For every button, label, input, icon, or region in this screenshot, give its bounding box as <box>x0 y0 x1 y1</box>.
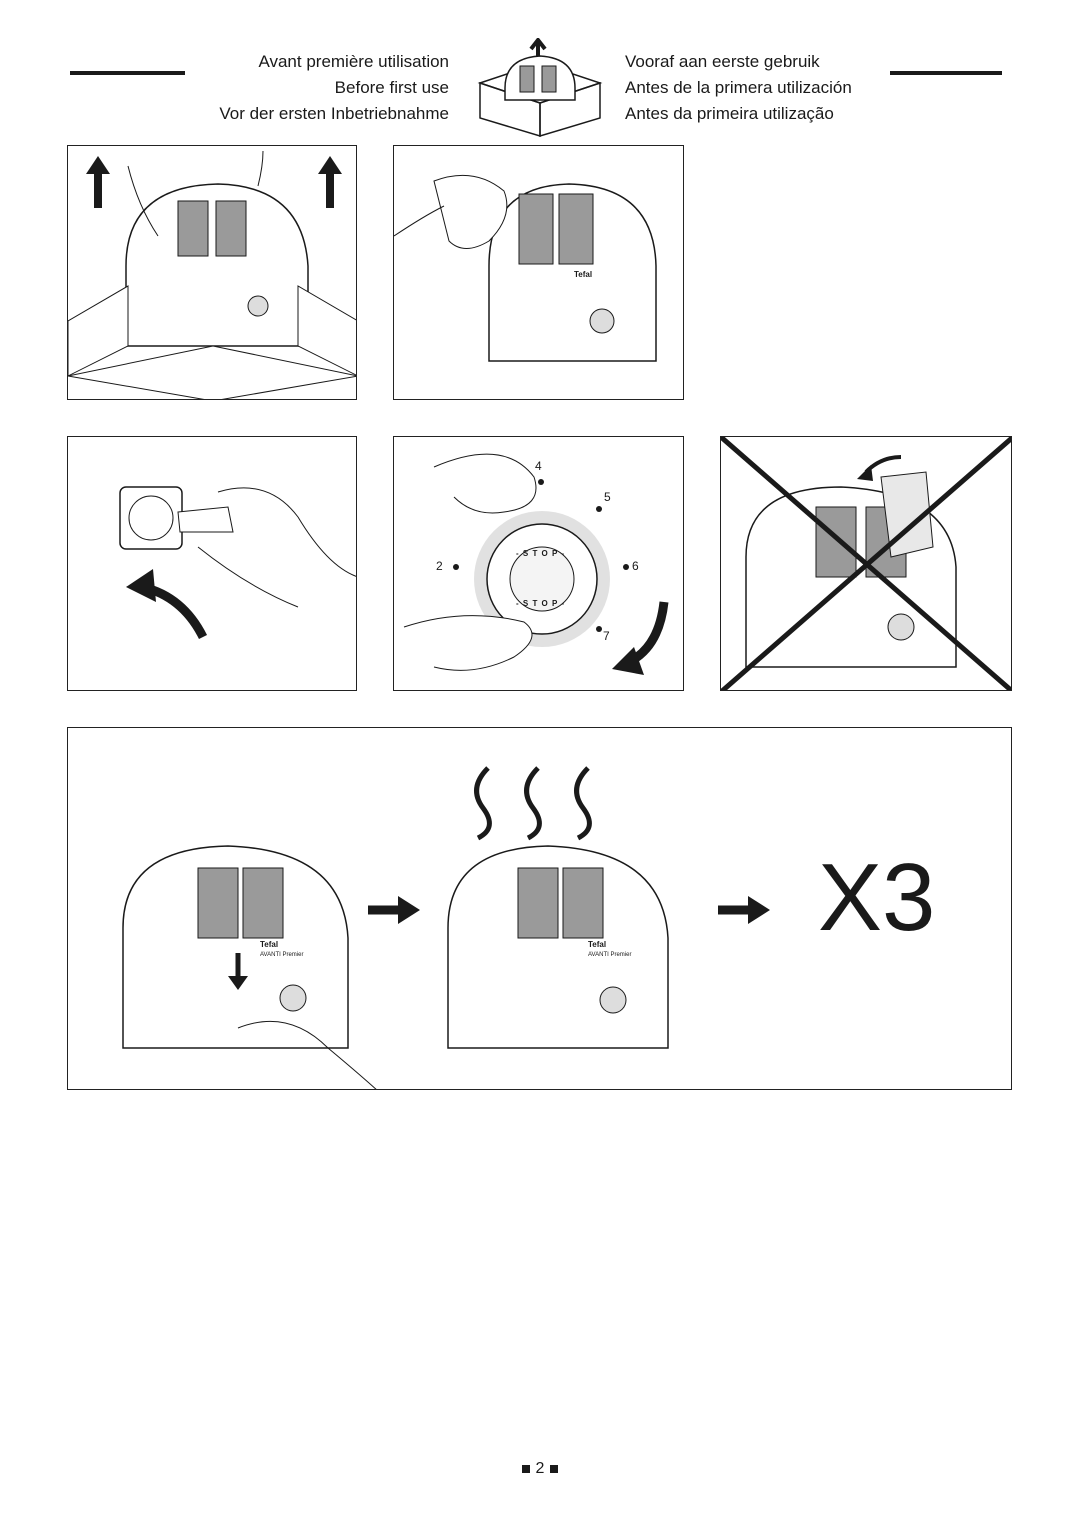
curved-arrow-icon <box>126 569 208 640</box>
dial-marker-6: 6 <box>632 559 639 573</box>
header-rule-right <box>890 71 1002 75</box>
curved-arrow-icon <box>857 455 902 481</box>
toaster-model: AVANTI Premier <box>260 952 304 958</box>
page-number: 2 <box>0 1459 1080 1479</box>
dial-marker-7: 7 <box>603 629 610 643</box>
toaster-model: AVANTI Premier <box>588 952 632 958</box>
curved-arrow-icon <box>612 601 669 675</box>
header-rule-left <box>70 71 185 75</box>
dial-marker-4: 4 <box>535 459 542 473</box>
step-dial-panel: 4 5 2 6 7 - S T O P - - S T O P - <box>393 436 684 691</box>
header-title-de: Vor der ersten Inbetriebnahme <box>219 104 449 123</box>
dial-marker-2: 2 <box>436 559 443 573</box>
dial-stop-text-lower: - S T O P - <box>516 599 566 608</box>
up-arrow-icon <box>86 156 110 208</box>
step-plug-panel <box>67 436 357 691</box>
right-arrow-icon <box>718 896 770 924</box>
dial-stop-text: - S T O P - <box>516 549 566 558</box>
header-title-pt: Antes da primeira utilização <box>625 104 834 123</box>
step-no-bread-panel <box>720 436 1012 691</box>
toaster-brand: Tefal <box>574 270 593 279</box>
header-title-es: Antes de la primera utilización <box>625 78 852 97</box>
page-marker-left <box>521 1464 530 1473</box>
right-arrow-icon <box>368 896 420 924</box>
toaster-brand: Tefal <box>260 940 279 949</box>
steam-icon <box>474 766 592 841</box>
repeat-count-label: X3 <box>818 844 936 951</box>
header-title-nl: Vooraf aan eerste gebruik <box>625 52 820 71</box>
header-title-fr: Avant première utilisation <box>258 52 449 71</box>
page-marker-right <box>550 1464 559 1473</box>
down-arrow-icon <box>228 953 248 990</box>
step-unbox-panel <box>67 145 357 400</box>
header-title-en: Before first use <box>334 78 449 97</box>
unbox-icon <box>477 38 603 138</box>
page-number-value: 2 <box>535 1460 545 1477</box>
step-wipe-panel: Tefal <box>393 145 684 400</box>
step-repeat-panel: Tefal AVANTI Premier Tefal AVANTI Premie… <box>67 727 1012 1090</box>
cross-out-icon <box>721 437 1011 690</box>
up-arrow-icon <box>318 156 342 208</box>
dial-marker-5: 5 <box>604 490 611 504</box>
toaster-brand: Tefal <box>588 940 607 949</box>
